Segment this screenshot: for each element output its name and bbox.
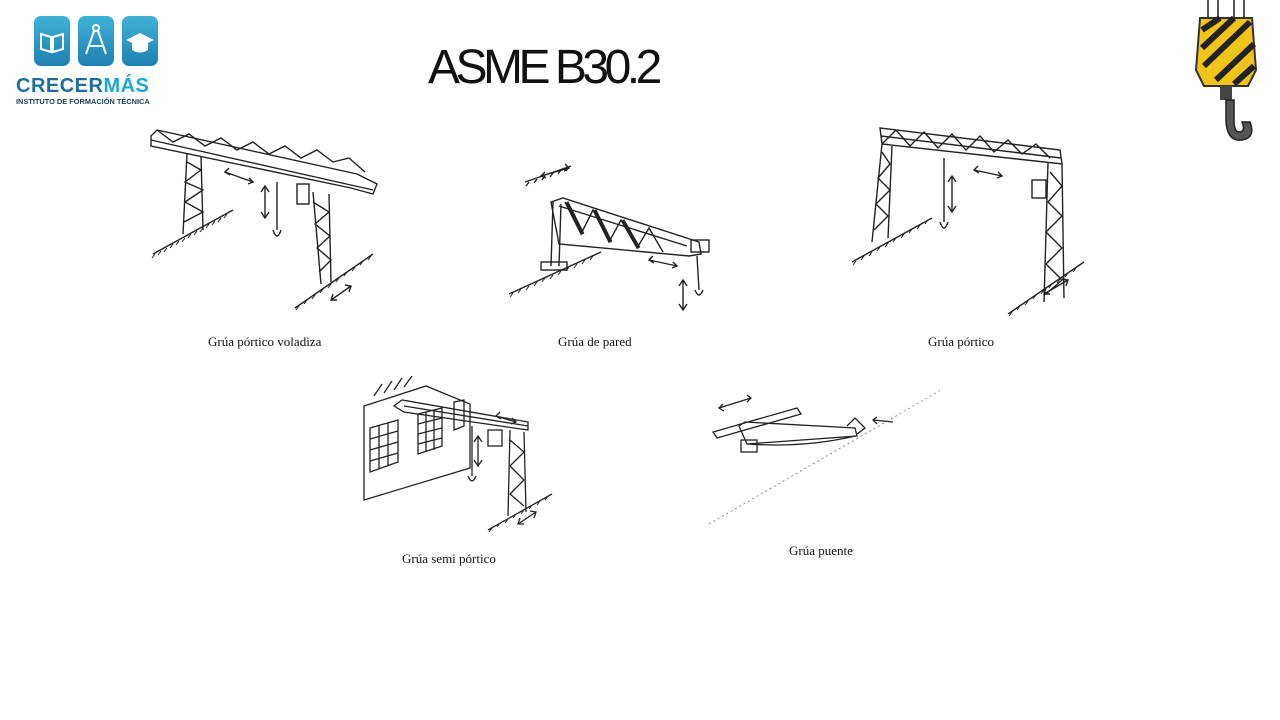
logo-tagline: INSTITUTO DE FORMACIÓN TÉCNICA [16, 97, 150, 106]
logo-tiles [34, 16, 160, 68]
page-title: ASME B30.2 [428, 41, 662, 94]
logo: CRECERMÁS INSTITUTO DE FORMACIÓN TÉCNICA [12, 14, 174, 110]
caption-cantilever-gantry: Grúa pórtico voladiza [208, 334, 322, 349]
semi-gantry-crane-diagram [363, 376, 553, 533]
wall-crane-diagram [508, 163, 710, 312]
bridge-crane-diagram [708, 389, 942, 525]
crane-hook-icon [1194, 0, 1258, 141]
book-icon [34, 16, 70, 66]
compass-icon [78, 16, 114, 66]
cantilever-gantry-crane-diagram [150, 129, 378, 311]
caption-wall-crane: Grúa de pared [558, 334, 632, 349]
graduation-cap-icon [122, 16, 158, 66]
logo-name: CRECERMÁS [16, 75, 150, 97]
gantry-crane-diagram [851, 127, 1085, 317]
caption-semi-gantry: Grúa semi pórtico [402, 551, 496, 566]
caption-bridge-crane: Grúa puente [789, 543, 853, 558]
caption-gantry-crane: Grúa pórtico [928, 334, 995, 349]
